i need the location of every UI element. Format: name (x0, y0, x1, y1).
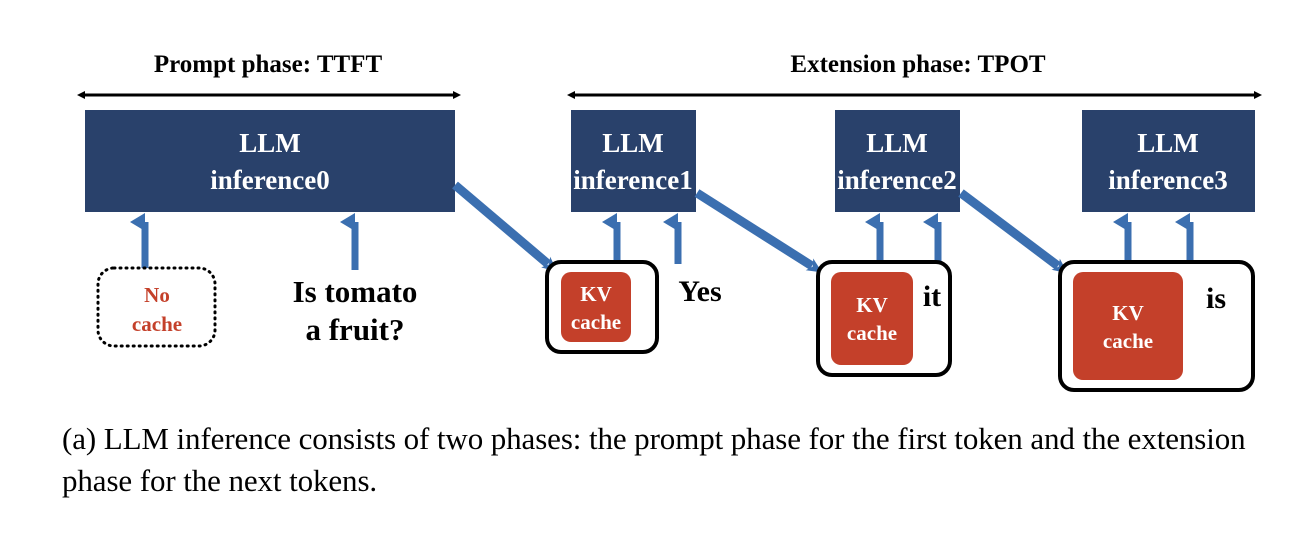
prompt-text-line2: a fruit? (305, 312, 404, 347)
llm-inference-diagram: Prompt phase: TTFT Extension phase: TPOT… (77, 51, 1262, 392)
kv-cache-label-line1: KV (580, 282, 612, 306)
cache-group-3[interactable]: KV cache is (1058, 260, 1255, 392)
kv-cache-label-line1: KV (1112, 301, 1144, 325)
kv-cache-box (1073, 272, 1183, 380)
llm-block-line1: LLM (866, 128, 928, 158)
llm-block-line2: inference3 (1108, 165, 1227, 195)
no-cache-box-outline (96, 266, 217, 348)
llm-block-rect (85, 110, 455, 212)
llm-block-rect (571, 110, 696, 212)
llm-block-inference0[interactable]: LLM inference0 (85, 110, 455, 212)
llm-block-line2: inference2 (837, 165, 956, 195)
flow-arrow-inference1-to-cache2 (694, 189, 823, 273)
phase-label-extension: Extension phase: TPOT (790, 51, 1045, 78)
llm-block-line2: inference1 (573, 165, 692, 195)
llm-block-inference3[interactable]: LLM inference3 (1082, 110, 1255, 212)
llm-block-line1: LLM (602, 128, 664, 158)
flow-arrow-inference0-to-cache1 (452, 181, 558, 272)
token-label: it (923, 280, 941, 313)
llm-block-line1: LLM (1137, 128, 1199, 158)
figure-caption: (a) LLM inference consists of two phases… (62, 421, 1246, 498)
no-cache-label-line2: cache (132, 312, 182, 336)
phase-extension: Extension phase: TPOT (567, 51, 1262, 99)
llm-block-rect (1082, 110, 1255, 212)
no-cache-label-line1: No (144, 283, 170, 307)
kv-cache-box (561, 272, 631, 342)
kv-cache-label-line1: KV (856, 293, 888, 317)
llm-block-inference2[interactable]: LLM inference2 (835, 110, 960, 212)
kv-cache-box (831, 272, 913, 365)
flow-arrow-inference2-to-cache3 (958, 189, 1068, 274)
kv-cache-label-line2: cache (571, 310, 621, 334)
llm-block-line2: inference0 (210, 165, 329, 195)
llm-block-inference1[interactable]: LLM inference1 (571, 110, 696, 212)
prompt-text-line1: Is tomato (293, 274, 418, 309)
kv-cache-label-line2: cache (847, 321, 897, 345)
no-cache-box[interactable]: No cache (96, 266, 217, 348)
phase-prompt: Prompt phase: TTFT (77, 51, 461, 99)
cache-group-2[interactable]: KV cache it (816, 260, 952, 377)
token-label: Yes (678, 275, 721, 308)
phase-label-prompt: Prompt phase: TTFT (154, 51, 383, 78)
prompt-question-text: Is tomato a fruit? (293, 274, 418, 347)
token-label: is (1206, 282, 1226, 315)
cache-group-1[interactable]: KV cache Yes (545, 260, 722, 354)
kv-cache-label-line2: cache (1103, 329, 1153, 353)
llm-block-line1: LLM (239, 128, 301, 158)
llm-block-rect (835, 110, 960, 212)
